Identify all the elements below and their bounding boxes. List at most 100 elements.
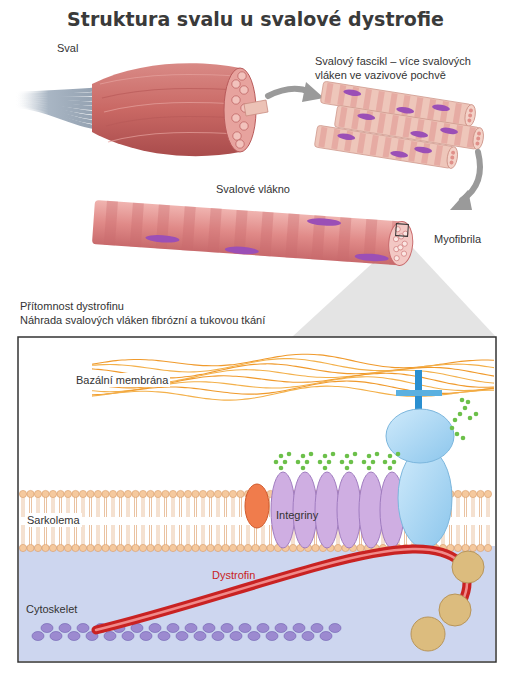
actin-unit (41, 624, 53, 633)
glycan-dot (318, 460, 323, 465)
actin-unit (185, 624, 197, 633)
glycan-dot (327, 460, 332, 465)
actin-unit (212, 632, 224, 641)
detail-panel (18, 337, 496, 662)
glycan-dot (340, 460, 345, 465)
integrin (359, 472, 383, 548)
lipid-head (177, 544, 184, 551)
lipid-head (124, 490, 131, 497)
lipid-head (267, 544, 274, 551)
actin-unit (50, 632, 62, 641)
lipid-head (42, 544, 49, 551)
actin-unit (320, 632, 332, 641)
part-label: Cytoskelet (26, 602, 77, 616)
lipid-head (72, 544, 79, 551)
actin-unit (104, 632, 116, 641)
lipid-tail (135, 497, 137, 545)
myofibril-section (402, 241, 408, 247)
lipid-head (477, 544, 484, 551)
lipid-head (124, 544, 131, 551)
muscle-stripe (102, 88, 236, 98)
part-label: Integriny (276, 508, 318, 522)
lipid-tail (180, 497, 182, 545)
integrin (315, 472, 339, 548)
glycan-dot (458, 412, 463, 417)
lipid-head (42, 490, 49, 497)
glycan-dot (392, 460, 397, 465)
actin-unit (284, 632, 296, 641)
glycan-dot (279, 454, 284, 459)
lipid-head (469, 490, 476, 497)
lipid-head (199, 490, 206, 497)
lipid-head (94, 544, 101, 551)
glycan-dot (450, 426, 455, 431)
lipid-tail (97, 497, 99, 545)
part-label: Svalový fascikl – více svalových vláken … (315, 54, 495, 82)
lipid-tail (127, 497, 129, 545)
lipid-head (207, 544, 214, 551)
arrow-shaft (462, 152, 480, 200)
lipid-tail (187, 497, 189, 545)
actin-unit (230, 632, 242, 641)
muscle-belly (92, 63, 240, 156)
actin-unit (77, 624, 89, 633)
lipid-head (154, 544, 161, 551)
lipid-head (79, 544, 86, 551)
lipid-tail (202, 497, 204, 545)
fascicle (314, 125, 459, 169)
lipid-tail (232, 497, 234, 545)
lipid-head (207, 490, 214, 497)
lipid-head (214, 490, 221, 497)
lipid-head (147, 544, 154, 551)
zoom-marker (396, 224, 409, 237)
muscle-fiber (92, 200, 414, 266)
lipid-head (49, 544, 56, 551)
actin-unit (293, 624, 305, 633)
fascicle-section (232, 114, 240, 122)
fiber-band (182, 206, 196, 251)
glycan-dot (301, 466, 306, 471)
lipid-head (454, 544, 461, 551)
lipid-tail (487, 497, 489, 545)
glycan-dot (323, 466, 328, 471)
actin-unit (275, 624, 287, 633)
muscle-stripe (100, 74, 236, 84)
lipid-head (222, 490, 229, 497)
lipid-head (117, 544, 124, 551)
lipid-head (139, 544, 146, 551)
lipid-tail (225, 497, 227, 545)
lipid-head (117, 490, 124, 497)
lipid-head (237, 490, 244, 497)
lipid-tail (210, 497, 212, 545)
fiber-body (92, 200, 402, 265)
dystrophin-associated-proteins (411, 551, 484, 651)
lipid-head (162, 544, 169, 551)
lipid-head (79, 490, 86, 497)
fiber-band (130, 203, 144, 248)
glycan-dot (301, 454, 306, 459)
lipid-tail (22, 497, 24, 545)
lipid-tail (172, 497, 174, 545)
glycan-dot (323, 454, 328, 459)
glycan-dot (349, 460, 354, 465)
lipid-head (312, 544, 319, 551)
part-label: Myofibrila (434, 232, 481, 246)
part-label: Dystrofin (212, 568, 255, 582)
lipid-tail (142, 497, 144, 545)
actin-unit (221, 624, 233, 633)
arrow-head (450, 190, 472, 210)
lipid-tail (112, 497, 114, 545)
fascicle-section (236, 140, 244, 148)
basal-fiber (92, 359, 494, 372)
glycan-dot (331, 452, 336, 457)
lipid-head (109, 490, 116, 497)
glycan-dot (353, 452, 358, 457)
note: Náhrada svalových vláken fibrózní a tuko… (20, 313, 265, 327)
actin-unit (140, 632, 152, 641)
lipid-tail (82, 497, 84, 545)
lipid-head (192, 544, 199, 551)
lipid-head (57, 490, 64, 497)
part-label: Bazální membrána (74, 373, 170, 387)
lipid-head (169, 490, 176, 497)
glycan-dot (453, 418, 458, 423)
